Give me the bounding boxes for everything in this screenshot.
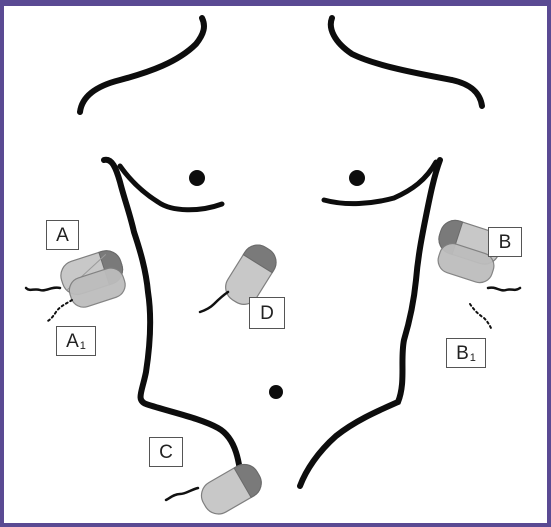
diagram-stage: A A1 B B1 C D — [0, 0, 551, 527]
figure-frame — [0, 0, 551, 527]
